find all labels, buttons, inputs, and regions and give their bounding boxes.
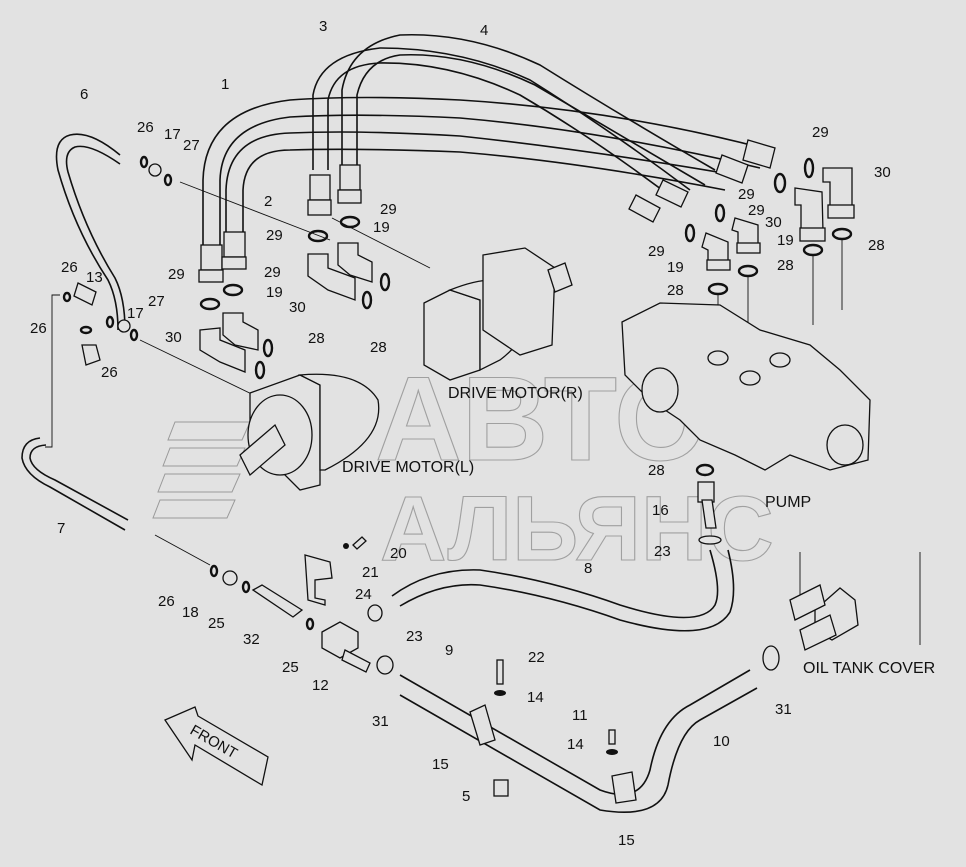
callout-1: 1 [221,76,229,93]
callout-26c: 26 [30,320,47,337]
callout-28f: 28 [648,462,665,479]
watermark-logo-stripes [152,421,251,519]
callout-19b: 19 [373,219,390,236]
callout-15b: 15 [618,832,635,849]
callout-29h: 29 [648,243,665,260]
callout-28d: 28 [667,282,684,299]
callout-20: 20 [390,545,407,562]
callout-17b: 17 [127,305,144,322]
drive-motor-l-label: DRIVE MOTOR(L) [342,459,474,476]
o-rings-29-right [684,157,815,243]
callout-3: 3 [319,18,327,35]
callout-29b: 29 [264,264,281,281]
callout-25b: 25 [282,659,299,676]
callout-18: 18 [182,604,199,621]
callout-12: 12 [312,677,329,694]
hose-4 [341,33,716,186]
callout-27b: 27 [148,293,165,310]
pump-label: PUMP [765,494,811,511]
oil-tank-cover [789,552,921,651]
drive-motor-left [239,373,380,491]
callout-29e: 29 [812,124,829,141]
callout-28a: 28 [308,330,325,347]
callout-31a: 31 [372,713,389,730]
callout-23a: 23 [406,628,423,645]
callout-28b: 28 [370,339,387,356]
callouts: 1 2 3 4 5 6 7 8 9 10 11 12 13 14 14 15 1… [30,18,891,849]
callout-30b: 30 [289,299,306,316]
drive-motor-right [423,247,573,381]
callout-14b: 14 [567,736,584,753]
callout-28e: 28 [868,237,885,254]
hose-8 [391,549,735,632]
callout-31b: 31 [775,701,792,718]
callout-29a: 29 [168,266,185,283]
hose-lower-fittings [198,164,362,283]
callout-26b: 26 [61,259,78,276]
elbows-right [701,167,855,271]
callout-21: 21 [362,564,379,581]
callout-27a: 27 [183,137,200,154]
small-parts [209,536,394,675]
callout-29c: 29 [266,227,283,244]
callout-5: 5 [462,788,470,805]
callout-19c: 19 [777,232,794,249]
callout-14a: 14 [527,689,544,706]
callout-19a: 19 [266,284,283,301]
callout-15a: 15 [432,756,449,773]
callout-29f: 29 [738,186,755,203]
tube-7 [21,437,129,531]
hose-3 [312,47,691,206]
callout-32: 32 [243,631,260,648]
callout-11: 11 [572,707,588,724]
callout-26e: 26 [158,593,175,610]
callout-2: 2 [264,193,272,210]
hose-6 [55,133,126,331]
callout-16: 16 [652,502,669,519]
callout-22: 22 [528,649,545,666]
hose-right-fittings [628,139,776,223]
pump-outlet [695,463,722,545]
callout-17a: 17 [164,126,181,143]
callout-6: 6 [80,86,88,103]
callout-7: 7 [57,520,65,537]
pump [621,302,871,471]
callout-29d: 29 [380,201,397,218]
front-arrow: FRONT [164,706,269,787]
fittings-left-cluster [199,215,391,380]
callout-26d: 26 [101,364,118,381]
callout-30c: 30 [765,214,782,231]
callout-30d: 30 [874,164,891,181]
callout-24: 24 [355,586,372,603]
callout-8: 8 [584,560,592,577]
callout-26a: 26 [137,119,154,136]
callout-25a: 25 [208,615,225,632]
callout-23b: 23 [654,543,671,560]
oil-tank-cover-label: OIL TANK COVER [803,660,935,677]
pipe-9-10 [399,645,780,813]
hose-1 [202,96,771,258]
callout-13: 13 [86,269,103,286]
callout-30a: 30 [165,329,182,346]
fittings-upper-left [62,155,173,366]
drive-motor-r-label: DRIVE MOTOR(R) [448,385,583,402]
callout-29g: 29 [748,202,765,219]
callout-9: 9 [445,642,453,659]
callout-28c: 28 [777,257,794,274]
callout-19d: 19 [667,259,684,276]
callout-10: 10 [713,733,730,750]
callout-4: 4 [480,22,488,39]
